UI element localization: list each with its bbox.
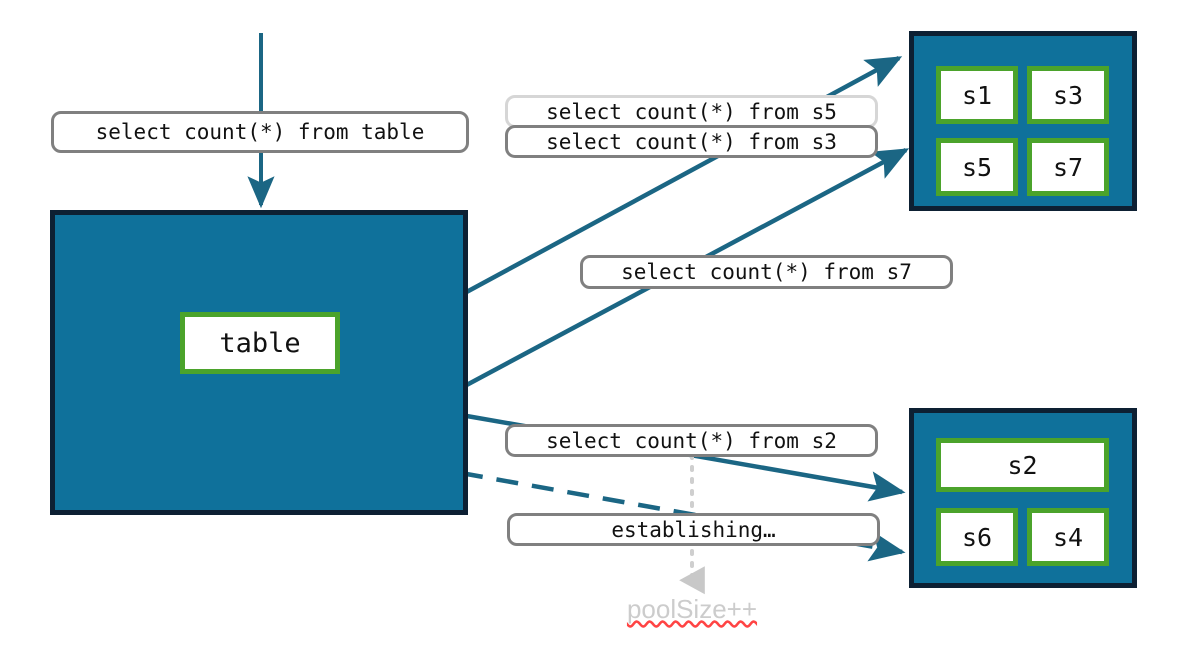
poolsize-note: poolSize++ (562, 594, 822, 625)
node-s5[interactable]: s5 (936, 138, 1018, 196)
query-label-table-text: select count(*) from table (95, 120, 425, 144)
query-label-s2-text: select count(*) from s2 (546, 428, 837, 453)
node-s3[interactable]: s3 (1027, 66, 1109, 124)
node-s4-label: s4 (1052, 522, 1084, 552)
query-label-s3-text: select count(*) from s3 (546, 129, 837, 154)
node-table-label: table (219, 327, 301, 359)
node-s3-label: s3 (1052, 80, 1084, 110)
node-s4[interactable]: s4 (1027, 508, 1109, 566)
node-s2[interactable]: s2 (936, 438, 1109, 492)
node-table[interactable]: table (180, 312, 340, 374)
query-label-s5-text: select count(*) from s5 (546, 99, 837, 124)
node-s1[interactable]: s1 (936, 66, 1018, 124)
node-s7-label: s7 (1052, 152, 1084, 182)
node-s5-label: s5 (961, 152, 993, 182)
query-label-s3[interactable]: select count(*) from s3 (505, 125, 878, 158)
node-s7[interactable]: s7 (1027, 138, 1109, 196)
query-label-s2[interactable]: select count(*) from s2 (505, 424, 878, 457)
poolsize-note-text: poolSize++ (626, 594, 758, 624)
query-label-s7-text: select count(*) from s7 (621, 260, 912, 284)
node-s1-label: s1 (961, 80, 993, 110)
query-label-s5[interactable]: select count(*) from s5 (505, 95, 878, 128)
node-s6-label: s6 (961, 522, 993, 552)
node-s2-label: s2 (1007, 450, 1038, 480)
query-label-establishing[interactable]: establishing… (507, 513, 880, 546)
query-label-establishing-text: establishing… (611, 517, 776, 542)
query-label-table[interactable]: select count(*) from table (51, 111, 469, 153)
query-label-s7[interactable]: select count(*) from s7 (580, 255, 953, 289)
node-s6[interactable]: s6 (936, 508, 1018, 566)
